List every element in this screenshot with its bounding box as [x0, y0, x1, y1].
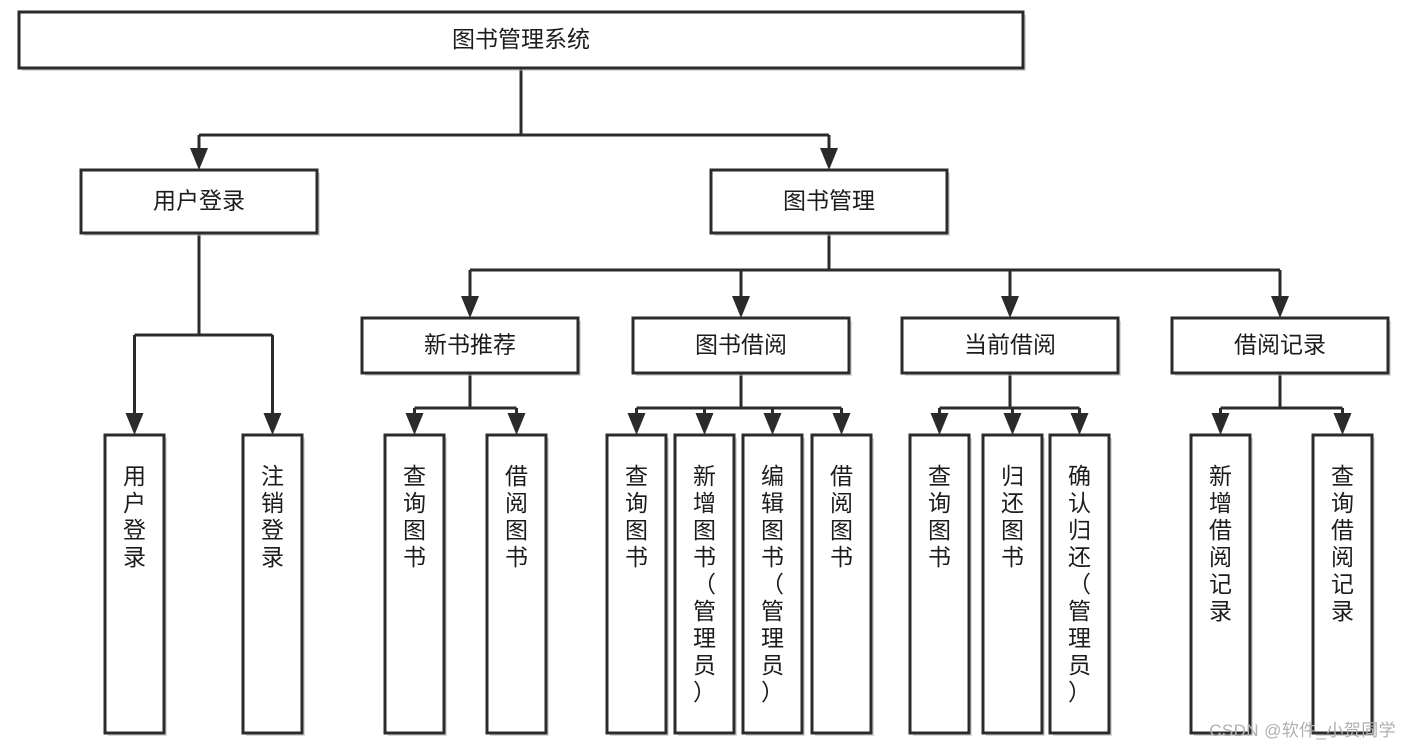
node-box[interactable]	[360, 316, 580, 375]
node-box[interactable]	[605, 433, 668, 735]
arrow-head-icon-leaf-confirm-return-admin	[1070, 413, 1089, 435]
node-box[interactable]	[1170, 316, 1390, 375]
node-leaf-edit-book-admin[interactable]: 编辑图书（管理员）	[741, 433, 805, 736]
node-box[interactable]	[908, 433, 971, 735]
node-label: 查询图书	[928, 463, 951, 570]
node-label: 用户登录	[153, 188, 245, 214]
node-box[interactable]	[1189, 433, 1252, 735]
node-label: 新增借阅记录	[1209, 463, 1232, 624]
node-leaf-return-book[interactable]: 归还图书	[981, 433, 1045, 736]
arrow-head-icon-leaf-user-login	[125, 413, 144, 435]
node-box[interactable]	[631, 316, 851, 375]
node-leaf-query-book-current[interactable]: 查询图书	[908, 433, 972, 736]
node-box[interactable]	[241, 433, 304, 735]
node-box[interactable]	[981, 433, 1044, 735]
node-current-borrow[interactable]: 当前借阅	[900, 316, 1121, 376]
node-label: 编辑图书（管理员）	[761, 463, 784, 705]
arrow-head-icon-leaf-borrow-book-recommend	[507, 413, 526, 435]
arrow-head-icon-leaf-query-book-recommend	[405, 413, 424, 435]
node-label: 查询图书	[403, 463, 426, 570]
arrow-head-icon-book-manage	[820, 148, 838, 170]
node-new-book-recommend[interactable]: 新书推荐	[360, 316, 581, 376]
node-leaf-confirm-return-admin[interactable]: 确认归还（管理员）	[1048, 433, 1112, 736]
arrow-head-icon-borrow-record	[1271, 296, 1289, 318]
node-label: 借阅记录	[1234, 332, 1326, 358]
node-box[interactable]	[709, 168, 949, 235]
node-label: 借阅图书	[830, 463, 853, 570]
node-leaf-add-book-admin[interactable]: 新增图书（管理员）	[673, 433, 737, 736]
node-label: 图书借阅	[695, 332, 787, 358]
arrow-head-icon-leaf-logout	[263, 413, 282, 435]
connector-layer	[125, 68, 1352, 435]
node-book-manage[interactable]: 图书管理	[709, 168, 950, 236]
node-leaf-add-borrow-record[interactable]: 新增借阅记录	[1189, 433, 1253, 736]
node-label: 用户登录	[123, 463, 146, 570]
node-box[interactable]	[741, 433, 804, 735]
node-user-login[interactable]: 用户登录	[79, 168, 320, 236]
arrow-head-icon-leaf-query-book-current	[930, 413, 949, 435]
arrow-head-icon-leaf-add-borrow-record	[1211, 413, 1230, 435]
node-box[interactable]	[17, 10, 1025, 70]
node-label: 图书管理	[783, 188, 875, 214]
node-box[interactable]	[1048, 433, 1111, 735]
node-label: 当前借阅	[964, 332, 1056, 358]
node-label: 新增图书（管理员）	[693, 463, 716, 705]
node-label: 归还图书	[1001, 463, 1024, 570]
node-leaf-user-login[interactable]: 用户登录	[103, 433, 167, 736]
node-leaf-query-book-recommend[interactable]: 查询图书	[383, 433, 447, 736]
node-root[interactable]: 图书管理系统	[17, 10, 1026, 71]
node-box[interactable]	[485, 433, 548, 735]
node-label: 查询借阅记录	[1331, 463, 1354, 624]
node-box[interactable]	[1311, 433, 1374, 735]
arrow-head-icon-leaf-borrow-book	[832, 413, 851, 435]
node-label: 查询图书	[625, 463, 648, 570]
node-box[interactable]	[673, 433, 736, 735]
arrow-head-icon-user-login	[190, 148, 208, 170]
node-layer: 图书管理系统用户登录图书管理新书推荐图书借阅当前借阅借阅记录用户登录注销登录查询…	[17, 10, 1391, 736]
node-box[interactable]	[900, 316, 1120, 375]
node-box[interactable]	[103, 433, 166, 735]
node-label: 图书管理系统	[452, 26, 590, 52]
node-label: 借阅图书	[505, 463, 528, 570]
node-box[interactable]	[79, 168, 319, 235]
arrow-head-icon-leaf-return-book	[1003, 413, 1022, 435]
node-label: 新书推荐	[424, 332, 516, 358]
node-leaf-query-book-borrow[interactable]: 查询图书	[605, 433, 669, 736]
node-label: 注销登录	[261, 463, 284, 570]
node-label: 确认归还（管理员）	[1068, 463, 1091, 705]
arrow-head-icon-current-borrow	[1001, 296, 1019, 318]
arrow-head-icon-leaf-query-book-borrow	[627, 413, 646, 435]
node-box[interactable]	[383, 433, 446, 735]
node-leaf-query-borrow-record[interactable]: 查询借阅记录	[1311, 433, 1375, 736]
arrow-head-icon-leaf-query-borrow-record	[1333, 413, 1352, 435]
node-leaf-borrow-book[interactable]: 借阅图书	[810, 433, 874, 736]
node-borrow-record[interactable]: 借阅记录	[1170, 316, 1391, 376]
arrow-head-icon-new-book-recommend	[461, 296, 479, 318]
node-book-borrow[interactable]: 图书借阅	[631, 316, 852, 376]
arrow-head-icon-leaf-edit-book-admin	[763, 413, 782, 435]
arrow-head-icon-leaf-add-book-admin	[695, 413, 714, 435]
node-leaf-borrow-book-recommend[interactable]: 借阅图书	[485, 433, 549, 736]
arrow-head-icon-book-borrow	[732, 296, 750, 318]
node-leaf-logout[interactable]: 注销登录	[241, 433, 305, 736]
node-box[interactable]	[810, 433, 873, 735]
